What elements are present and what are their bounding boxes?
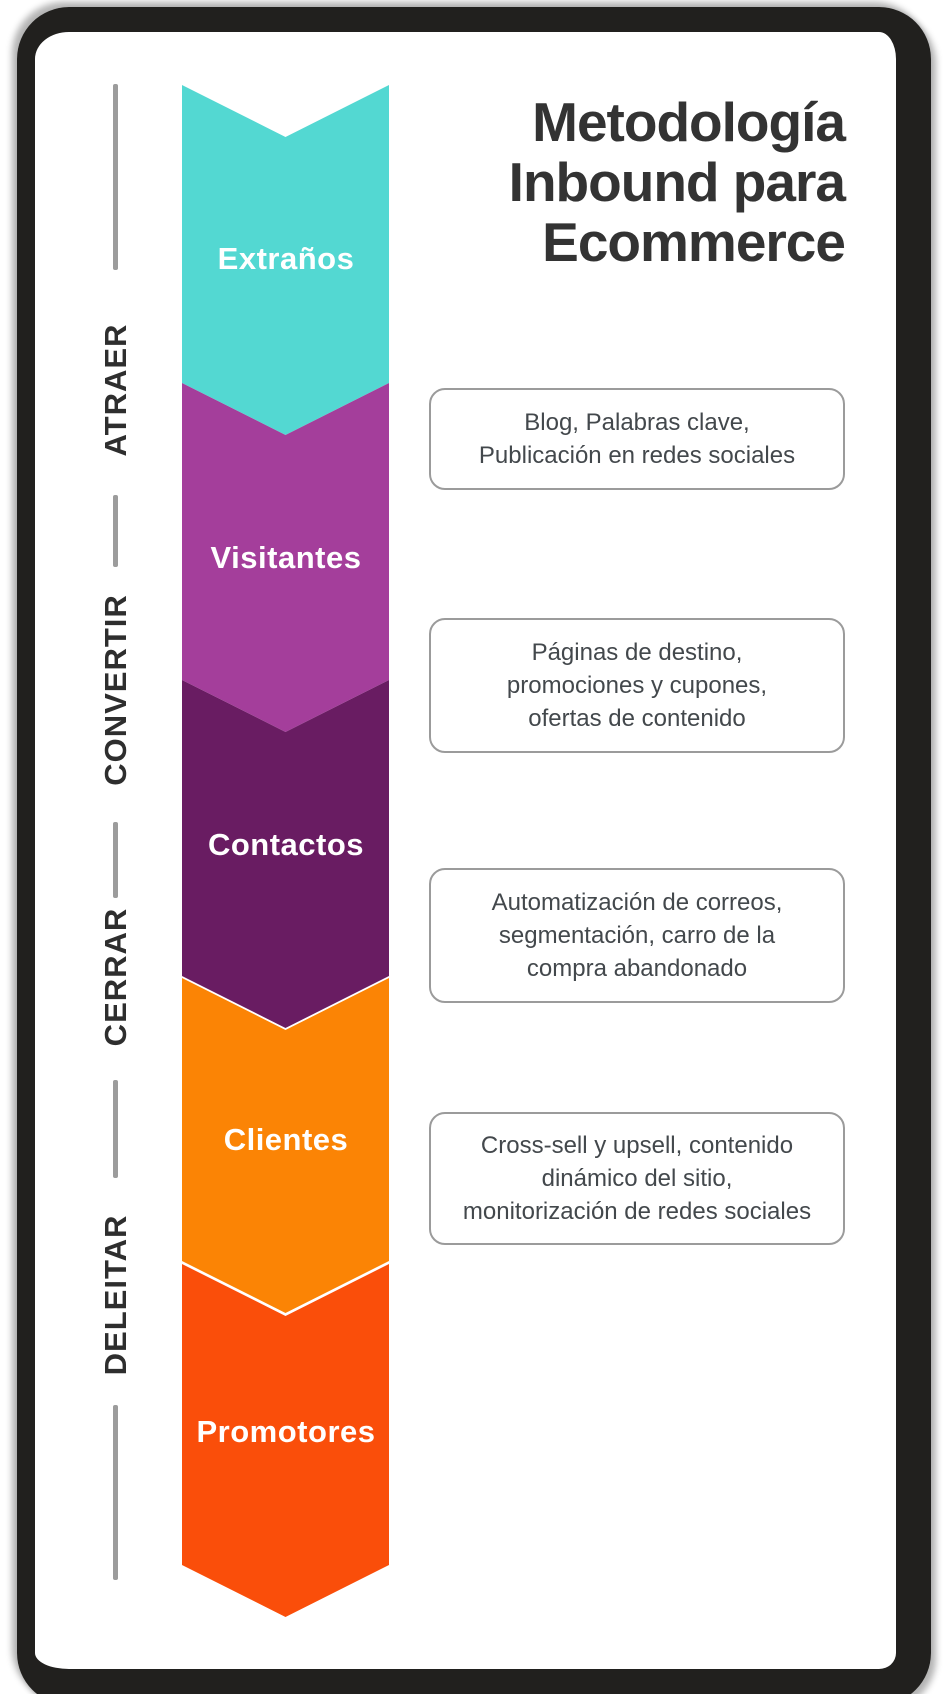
card-text-line: segmentación, carro de la <box>498 922 776 949</box>
funnel-stage-visitantes <box>182 383 389 732</box>
phase-divider-line <box>113 822 118 898</box>
phase-divider-line <box>113 1080 118 1178</box>
funnel-stage-contactos <box>182 680 389 1028</box>
info-card-convertir: Páginas de destino, promociones y cupone… <box>429 618 845 753</box>
funnel-stage-label-clientes: Clientes <box>223 1122 349 1157</box>
funnel-stage-label-visitantes: Visitantes <box>210 540 362 575</box>
page-title: Metodología Inbound para Ecommerce <box>508 91 846 273</box>
phase-divider-line <box>113 495 118 567</box>
card-text-line: Publicación en redes sociales <box>478 442 796 469</box>
phase-label-atraer: ATRAER <box>98 323 133 457</box>
phase-label-cerrar: CERRAR <box>98 907 133 1047</box>
funnel-stage-clientes <box>182 978 389 1313</box>
funnel-stage-label-promotores: Promotores <box>196 1414 376 1449</box>
card-text-line: dinámico del sitio, <box>541 1165 733 1192</box>
card-text-line: compra abandonado <box>526 955 748 982</box>
title-line-2: Inbound para <box>508 151 846 213</box>
funnel-stage-label-contactos: Contactos <box>207 827 365 862</box>
info-card-cerrar: Automatización de correos, segmentación,… <box>429 868 845 1003</box>
card-text-line: Blog, Palabras clave, <box>524 409 750 436</box>
card-text-line: Automatización de correos, <box>491 889 783 916</box>
card-text-line: promociones y cupones, <box>506 672 768 699</box>
title-line-3: Ecommerce <box>542 211 846 273</box>
card-text-line: Páginas de destino, <box>531 639 743 666</box>
phase-label-convertir: CONVERTIR <box>98 594 133 786</box>
phase-divider-line <box>113 84 118 270</box>
card-text-line: monitorización de redes sociales <box>462 1198 812 1225</box>
funnel-stage-promotores <box>182 1264 389 1617</box>
phase-label-deleitar: DELEITAR <box>98 1214 133 1376</box>
card-text-line: ofertas de contenido <box>528 705 746 732</box>
info-card-atraer: Blog, Palabras clave, Publicación en red… <box>429 388 845 490</box>
info-card-deleitar: Cross-sell y upsell, contenido dinámico … <box>429 1112 845 1245</box>
funnel-stage-label-extranos: Extraños <box>217 241 355 276</box>
phase-divider-line <box>113 1405 118 1580</box>
title-line-1: Metodología <box>532 91 846 153</box>
funnel-stage-extranos <box>182 85 389 435</box>
card-text-line: Cross-sell y upsell, contenido <box>480 1132 794 1159</box>
